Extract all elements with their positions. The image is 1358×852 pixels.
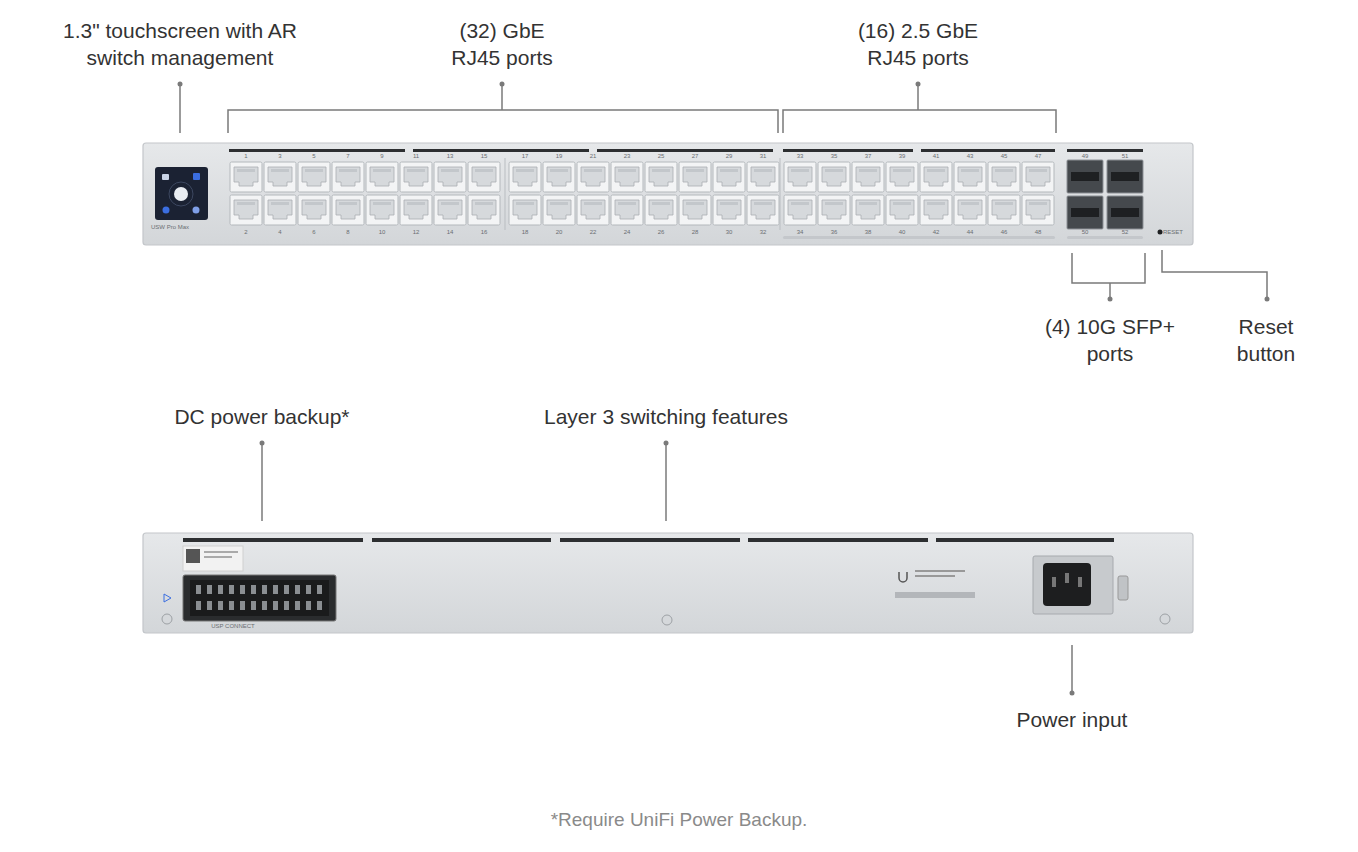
port-number: 23 [624, 153, 631, 160]
port-number: 28 [692, 229, 699, 236]
callout-label: Power input [1017, 706, 1128, 733]
port-number: 29 [726, 153, 733, 160]
port-number: 30 [726, 229, 733, 236]
port-number: 21 [590, 153, 597, 160]
port-number: 37 [865, 153, 872, 160]
port-number: 11 [413, 153, 419, 160]
port-number: 13 [447, 153, 454, 160]
port-number: 50 [1082, 229, 1089, 236]
connector-label: USP CONNECT [211, 623, 255, 630]
port-number: 39 [899, 153, 906, 160]
port-number: 20 [556, 229, 563, 236]
port-number: 19 [556, 153, 563, 160]
port-number: 42 [933, 229, 940, 236]
port-number: 31 [760, 153, 767, 160]
callout-label: DC power backup* [174, 403, 349, 430]
port-number: 36 [831, 229, 838, 236]
port-number: 18 [522, 229, 529, 236]
front-panel [143, 143, 1193, 245]
port-number: 3 [278, 153, 281, 160]
port-number: 52 [1122, 229, 1129, 236]
callout-label: (4) 10G SFP+ ports [1038, 313, 1183, 367]
port-number: 2 [244, 229, 247, 236]
callout-label: 1.3" touchscreen with AR switch manageme… [40, 17, 320, 71]
port-number: 48 [1035, 229, 1042, 236]
port-number: 49 [1082, 153, 1089, 160]
port-number: 51 [1122, 153, 1129, 160]
callout-label: Layer 3 switching features [544, 403, 788, 430]
port-number: 40 [899, 229, 906, 236]
port-number: 27 [692, 153, 699, 160]
port-number: 14 [447, 229, 454, 236]
callout-label: Reset button [1226, 313, 1306, 367]
port-number: 10 [379, 229, 386, 236]
port-number: 43 [967, 153, 974, 160]
port-number: 15 [481, 153, 488, 160]
port-number: 6 [312, 229, 315, 236]
callout-label: (32) GbE RJ45 ports [443, 17, 561, 71]
port-number: 25 [658, 153, 665, 160]
port-number: 16 [481, 229, 488, 236]
port-number: 41 [933, 153, 940, 160]
port-number: 38 [865, 229, 872, 236]
port-number: 35 [831, 153, 838, 160]
port-number: 17 [522, 153, 529, 160]
reset-label: RESET [1163, 229, 1183, 236]
model-label: USW Pro Max [151, 224, 189, 231]
port-number: 24 [624, 229, 631, 236]
port-number: 33 [797, 153, 804, 160]
rear-panel [143, 533, 1193, 633]
port-number: 47 [1035, 153, 1042, 160]
footnote-caption: *Require UniFi Power Backup. [551, 808, 808, 832]
port-number: 32 [760, 229, 767, 236]
port-number: 34 [797, 229, 804, 236]
port-number: 7 [346, 153, 349, 160]
port-number: 9 [380, 153, 383, 160]
port-number: 44 [967, 229, 974, 236]
port-number: 45 [1001, 153, 1008, 160]
port-number: 46 [1001, 229, 1008, 236]
port-number: 26 [658, 229, 665, 236]
port-number: 8 [346, 229, 349, 236]
port-number: 12 [413, 229, 420, 236]
callout-label: (16) 2.5 GbE RJ45 ports [851, 17, 986, 71]
port-number: 5 [312, 153, 315, 160]
port-number: 22 [590, 229, 597, 236]
port-number: 4 [278, 229, 281, 236]
port-number: 1 [244, 153, 247, 160]
